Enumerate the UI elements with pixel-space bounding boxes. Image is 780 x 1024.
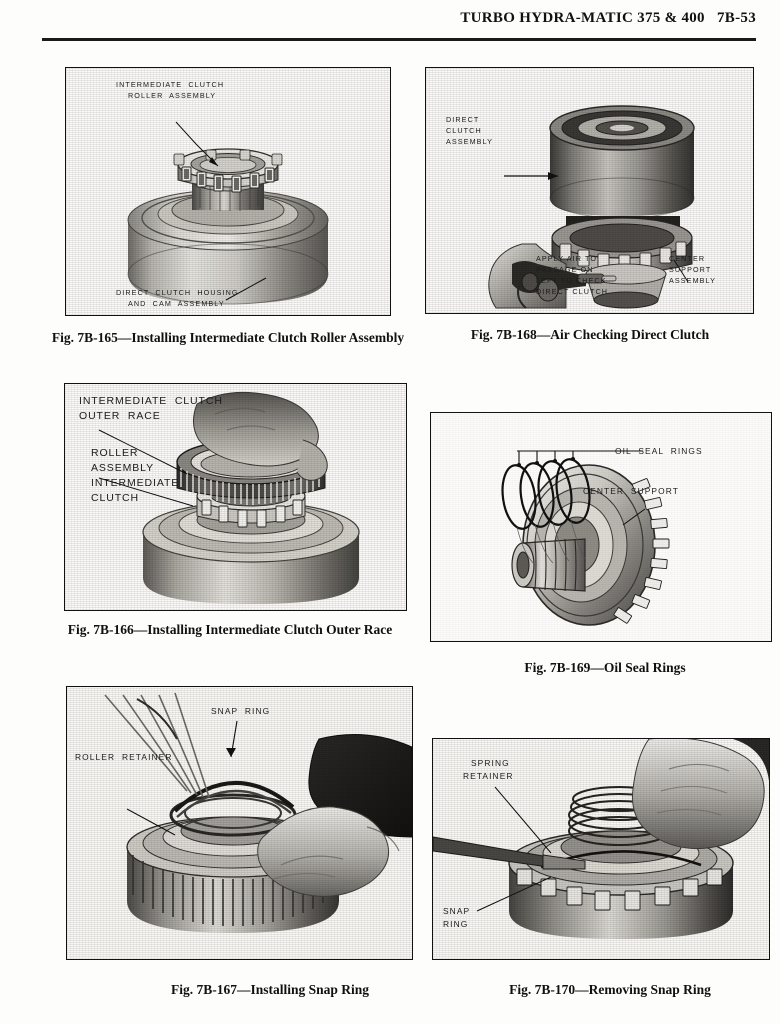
callout-direct-clutch: DIRECT CLUTCH [536,287,609,296]
figure-panel-7b-167: SNAP RING ROLLER RETAINER [66,686,413,960]
callout-roller-assembly: ROLLER ASSEMBLY [128,91,217,100]
callout-center-support: CENTER SUPPORT [583,486,679,496]
figure-art-7b-167 [67,687,412,959]
figure-caption-7b-166: Fig. 7B-166—Installing Intermediate Clut… [67,622,393,637]
callout-and-cam-assembly: AND CAM ASSEMBLY [128,299,225,308]
callout-retainer: RETAINER [463,771,514,781]
callout-intermediate-166: INTERMEDIATE [91,477,180,489]
callout-passage-on: PASSAGE ON [536,265,594,274]
callout-clutch: CLUTCH [446,126,482,135]
callout-roller-retainer: ROLLER RETAINER [75,752,173,762]
callout-roller: ROLLER [91,447,139,459]
figure-panel-7b-169: OIL SEAL RINGS CENTER SUPPORT [430,412,772,642]
figure-caption-7b-167: Fig. 7B-167—Installing Snap Ring [170,982,370,997]
figure-panel-7b-165: INTERMEDIATE CLUTCH ROLLER ASSEMBLY DIRE… [65,67,391,316]
callout-assembly-166: ASSEMBLY [91,462,155,474]
figure-caption-7b-165: Fig. 7B-165—Installing Intermediate Clut… [51,330,405,345]
page-title: TURBO HYDRA-MATIC 375 & 400 7B-53 [460,10,756,26]
callout-spring: SPRING [471,758,510,768]
figure-caption-7b-170: Fig. 7B-170—Removing Snap Ring [509,982,711,997]
callout-outer-race: OUTER RACE [79,410,161,422]
callout-intermediate-clutch: INTERMEDIATE CLUTCH [116,80,225,89]
callout-apply-air-to: APPLY AIR TO [536,254,598,263]
figure-panel-7b-166: INTERMEDIATE CLUTCH OUTER RACE ROLLER AS… [64,383,407,611]
callout-clutch-166: CLUTCH [91,492,139,504]
callout-center: CENTER [669,254,706,263]
figure-art-7b-165 [66,68,390,315]
callout-center-support-assembly: ASSEMBLY [669,276,717,285]
callout-left-to-check: LEFT TO CHECK [536,276,607,285]
header-divider [42,38,756,41]
callout-intermediate-clutch-outer: INTERMEDIATE CLUTCH [79,395,223,407]
callout-snap: SNAP [443,906,471,916]
callout-snap-ring-167: SNAP RING [211,706,271,716]
callout-oil-seal-rings: OIL SEAL RINGS [615,446,703,456]
callout-direct: DIRECT [446,115,480,124]
figure-panel-7b-170: SPRING RETAINER SNAP RING [432,738,770,960]
figure-art-7b-169 [431,413,771,641]
callout-assembly: ASSEMBLY [446,137,494,146]
callout-ring: RING [443,919,469,929]
callout-support: SUPPORT [669,265,712,274]
callout-direct-clutch-housing: DIRECT CLUTCH HOUSING [116,288,239,297]
figure-caption-7b-168: Fig. 7B-168—Air Checking Direct Clutch [470,327,710,342]
figure-panel-7b-168: DIRECT CLUTCH ASSEMBLY APPLY AIR TO PASS… [425,67,754,314]
figure-caption-7b-169: Fig. 7B-169—Oil Seal Rings [524,660,686,675]
page-header: TURBO HYDRA-MATIC 375 & 400 7B-53 [0,0,780,46]
